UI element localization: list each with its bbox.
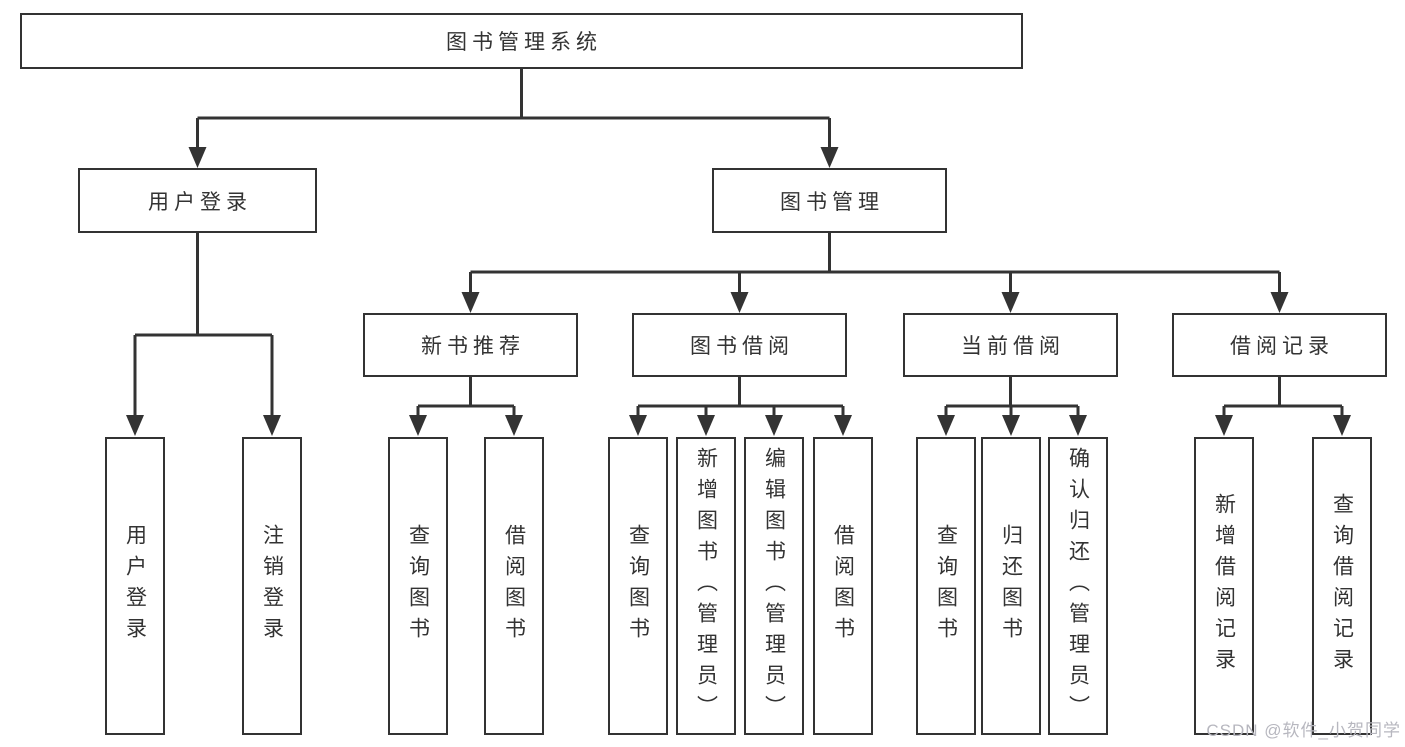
leaf-search-borrow-record: 查询借阅记录 (1312, 437, 1372, 735)
leaf-edit-book-admin: 编辑图书（管理员） (744, 437, 804, 735)
node-user-login: 用户登录 (78, 168, 317, 233)
leaf-user-login: 用户登录 (105, 437, 165, 735)
leaf-borrow-book: 借阅图书 (813, 437, 873, 735)
arrow-down-icon (461, 292, 480, 313)
arrow-down-icon (188, 147, 207, 168)
node-borrow-record: 借阅记录 (1172, 313, 1387, 377)
leaf-add-borrow-record: 新增借阅记录 (1194, 437, 1254, 735)
connector-book-mgmt-to-level3 (469, 233, 1281, 296)
arrow-down-icon (1069, 415, 1087, 436)
node-book-mgmt: 图书管理 (712, 168, 947, 233)
arrow-down-icon (1333, 415, 1351, 436)
leaf-search-book-borrow: 查询图书 (608, 437, 668, 735)
arrow-down-icon (126, 415, 144, 436)
arrow-down-icon (629, 415, 647, 436)
leaf-logout: 注销登录 (242, 437, 302, 735)
node-book-borrow: 图书借阅 (632, 313, 847, 377)
connector-current-borrow-to-leaves (944, 376, 1080, 420)
arrow-down-icon (263, 415, 281, 436)
connector-borrow-record-to-leaves (1222, 376, 1344, 420)
leaf-search-book-current: 查询图书 (916, 437, 976, 735)
arrow-down-icon (820, 147, 839, 168)
arrow-down-icon (730, 292, 749, 313)
node-new-book-rec: 新书推荐 (363, 313, 578, 377)
leaf-confirm-return-admin: 确认归还（管理员） (1048, 437, 1108, 735)
arrow-down-icon (697, 415, 715, 436)
watermark: CSDN @软件_小贺同学 (1206, 721, 1401, 740)
arrow-down-icon (409, 415, 427, 436)
arrow-down-icon (1002, 415, 1020, 436)
connector-book-borrow-to-leaves (636, 376, 845, 420)
connector-new-book-rec-to-leaves (416, 376, 516, 420)
leaf-search-book-rec: 查询图书 (388, 437, 448, 735)
arrow-down-icon (1215, 415, 1233, 436)
arrow-down-icon (765, 415, 783, 436)
connector-root-to-level2 (196, 69, 831, 151)
connector-user-login-to-leaves (133, 232, 274, 418)
node-current-borrow: 当前借阅 (903, 313, 1118, 377)
arrow-down-icon (937, 415, 955, 436)
leaf-return-book: 归还图书 (981, 437, 1041, 735)
node-root: 图书管理系统 (20, 13, 1023, 69)
arrow-down-icon (505, 415, 523, 436)
arrow-down-icon (834, 415, 852, 436)
leaf-add-book-admin: 新增图书（管理员） (676, 437, 736, 735)
leaf-borrow-book-rec: 借阅图书 (484, 437, 544, 735)
arrow-down-icon (1001, 292, 1020, 313)
arrow-down-icon (1270, 292, 1289, 313)
